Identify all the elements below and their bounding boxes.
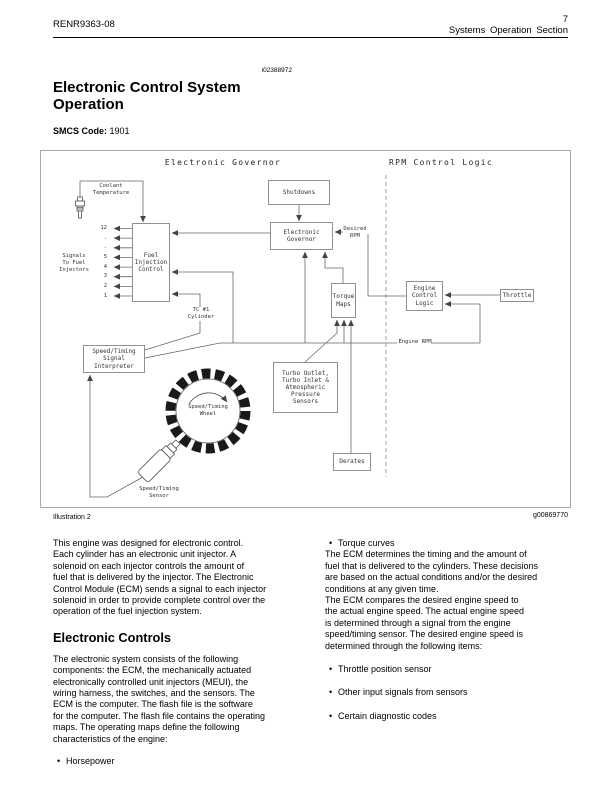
header-rule [53, 37, 568, 38]
injector-number: 3 [103, 273, 107, 280]
right-column: • Torque curves The ECM determines the ti… [325, 538, 587, 722]
rotation-arrow-icon [188, 392, 228, 405]
bullet-icon: • [329, 664, 333, 675]
box-speed-timing-interpreter: Speed/Timing Signal Interpreter [83, 345, 145, 373]
box-derates: Derates [333, 453, 371, 471]
box-torque-maps: Torque Maps [331, 283, 356, 318]
speed-timing-sensor-icon [138, 439, 181, 482]
injector-number: 4 [103, 263, 107, 270]
list-item: • Torque curves [325, 538, 587, 549]
injector-number: 1 [103, 292, 107, 299]
doc-number: RENR9363-08 [53, 19, 115, 30]
left-column: This engine was designed for electronic … [53, 538, 315, 768]
injector-number: . [103, 244, 107, 251]
paragraph: The ECM determines the timing and the am… [325, 549, 538, 594]
list-item-text: Other input signals from sensors [338, 687, 468, 698]
smcs-label: SMCS Code: [53, 126, 107, 136]
diagram-lines [75, 175, 500, 498]
label-speed-timing-wheel: Speed/Timing Wheel [188, 404, 228, 417]
list-item: • Throttle position sensor [325, 664, 587, 675]
paragraph: This engine was designed for electronic … [53, 538, 267, 617]
smcs-code: SMCS Code: 1901 [53, 126, 130, 136]
label-speed-timing-sensor: Speed/Timing Sensor [139, 486, 179, 499]
injector-number: 12 [100, 225, 107, 231]
box-turbo-sensors: Turbo Outlet, Turbo Inlet & Atmospheric … [273, 362, 338, 413]
list-item-text: Torque curves [338, 538, 395, 548]
section-title-rpm-control-logic: RPM Control Logic [389, 158, 493, 167]
injector-number: 5 [103, 253, 107, 260]
box-electronic-governor: Electronic Governor [270, 222, 333, 250]
section-title: Systems Operation Section [448, 25, 568, 36]
coolant-temperature-sensor-icon [75, 196, 85, 219]
list-item-text: Certain diagnostic codes [338, 710, 437, 721]
label-signals-to-fuel-injectors: Signals To Fuel Injectors [59, 253, 89, 273]
illustration-caption: Illustration 2 [53, 514, 91, 521]
bullet-icon: • [329, 538, 333, 548]
section-title-electronic-governor: Electronic Governor [164, 158, 282, 167]
box-throttle: Throttle [500, 289, 534, 302]
page-title: Electronic Control System Operation [53, 79, 241, 113]
smcs-value: 1901 [109, 126, 130, 136]
bullet-icon: • [329, 687, 333, 698]
illustration-frame [40, 150, 571, 508]
bullet-icon: • [57, 756, 61, 767]
list-item: • Horsepower [53, 756, 315, 767]
label-desired-rpm: Desired RPM [343, 226, 367, 239]
injector-number: 2 [103, 282, 107, 289]
control-system-diagram: Electronic Governor RPM Control Logic Sh… [40, 150, 571, 508]
list-item-text: Horsepower [66, 756, 115, 767]
paragraph: The electronic system consists of the fo… [53, 653, 265, 744]
list-item: • Other input signals from sensors [325, 687, 587, 698]
media-number: i02388972 [261, 67, 292, 74]
box-shutdowns: Shutdowns [268, 180, 330, 205]
section-heading-electronic-controls: Electronic Controls [53, 629, 172, 645]
label-tc-1-cylinder: TC #1 Cylinder [180, 307, 222, 321]
bullet-icon: • [329, 710, 333, 721]
paragraph: The ECM compares the desired engine spee… [325, 595, 524, 651]
list-item: • Certain diagnostic codes [325, 711, 587, 722]
graphic-number: g00869770 [532, 512, 568, 519]
injector-number: . [103, 234, 107, 241]
box-engine-control-logic: Engine Control Logic [406, 281, 443, 311]
box-fuel-injection-control: Fuel Injection Control [132, 223, 170, 302]
label-engine-rpm: Engine RPM [398, 339, 432, 345]
speed-timing-wheel-icon [165, 368, 251, 454]
list-item-text: Throttle position sensor [338, 664, 432, 675]
page-number: 7 [562, 14, 568, 25]
label-coolant-temperature: Coolant Temperature [92, 183, 130, 196]
header-right: 7 Systems Operation Section [449, 14, 568, 36]
